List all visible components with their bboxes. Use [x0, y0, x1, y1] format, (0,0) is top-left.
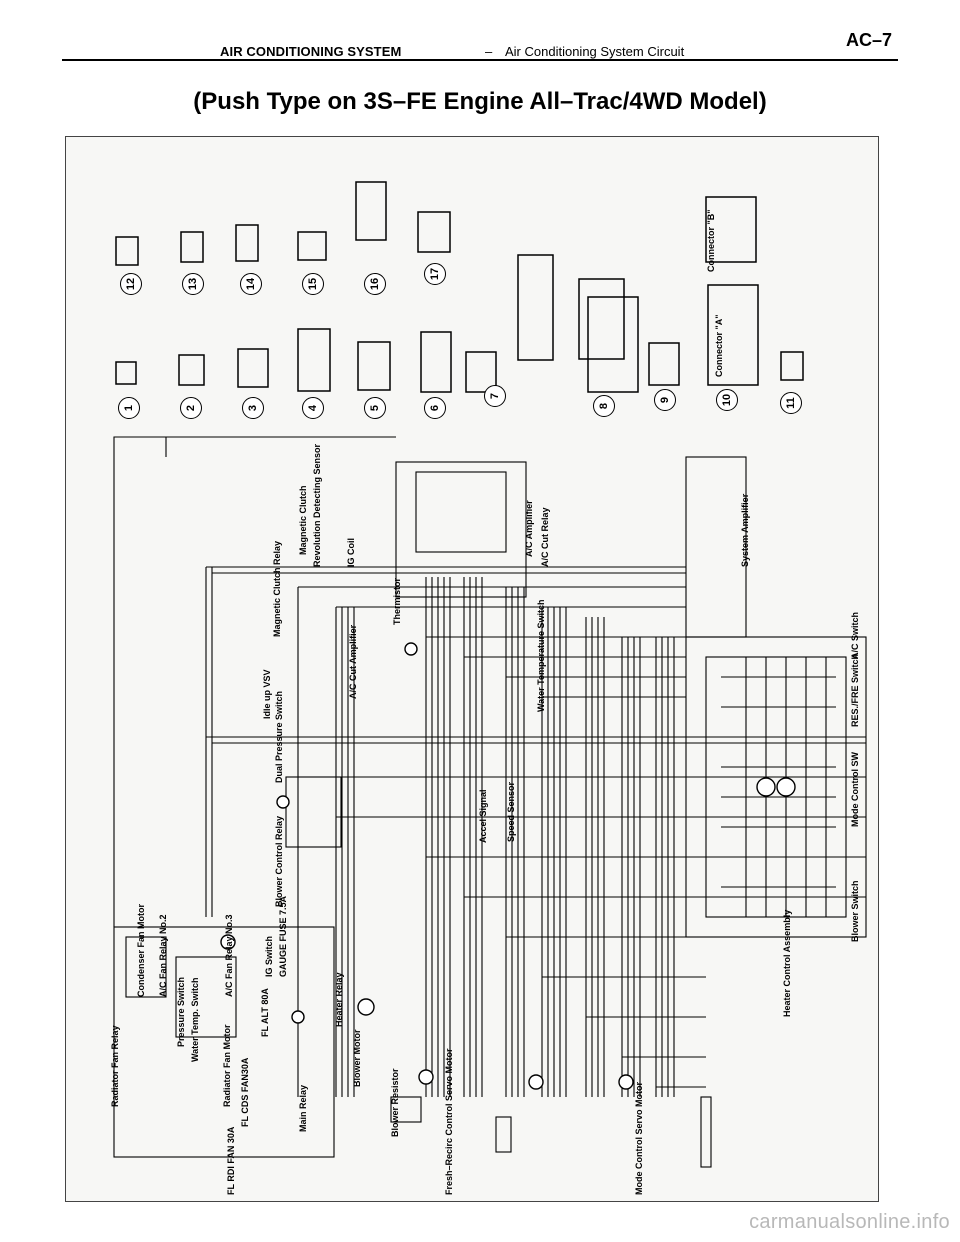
wiring-diagram-lines	[113, 181, 867, 1168]
connector-num-17: 17	[424, 263, 446, 285]
label-blower-control-relay: Blower Control Relay	[274, 815, 284, 907]
watermark: carmanualsonline.info	[749, 1211, 950, 1233]
label-pressure-switch: Pressure Switch	[176, 976, 186, 1047]
label-condenser-fan-motor: Condenser Fan Motor	[136, 903, 146, 997]
label-fl-alt: FL ALT 80A	[260, 988, 270, 1037]
label-ac-fan-relay-3: A/C Fan Relay No.3	[224, 914, 234, 997]
connector-num-9: 9	[654, 389, 676, 411]
label-idle-up-vsv: Idle up VSV	[262, 669, 272, 719]
connector-num-14: 14	[240, 273, 262, 295]
connector-num-13: 13	[182, 273, 204, 295]
page-number: AC–7	[845, 30, 892, 50]
label-radiator-fan-motor: Radiator Fan Motor	[222, 1024, 232, 1108]
label-system-amplifier: System Amplifier	[740, 493, 750, 567]
label-blower-switch: Blower Switch	[850, 880, 860, 942]
label-accel-signal: Accel Signal	[478, 789, 488, 843]
label-fl-cds: FL CDS FAN30A	[240, 1057, 250, 1127]
label-water-temp-sw: Water Temp. Switch	[190, 977, 200, 1062]
connector-num-12: 12	[120, 273, 142, 295]
label-mode-control-sw: Mode Control SW	[850, 752, 860, 827]
label-main-relay: Main Relay	[298, 1084, 308, 1132]
page-header	[62, 24, 898, 60]
label-blower-motor: Blower Motor	[352, 1029, 362, 1088]
connector-num-11: 11	[780, 392, 802, 414]
label-fl-rdi: FL RDI FAN 30A	[226, 1126, 236, 1195]
connector-num-5: 5	[364, 397, 386, 419]
connector-num-7: 7	[484, 385, 506, 407]
label-magnetic-clutch: Magnetic Clutch	[298, 485, 308, 555]
connector-num-2: 2	[180, 397, 202, 419]
label-thermistor: Thermistor	[392, 577, 402, 625]
label-speed-sensor: Speed Sensor	[506, 781, 516, 842]
label-heater-relay: Heater Relay	[334, 972, 344, 1027]
label-ig-switch: IG Switch	[264, 935, 274, 977]
label-gauge-fuse: GAUGE FUSE 7.5A	[278, 895, 288, 977]
connector-num-4: 4	[302, 397, 324, 419]
connector-num-8: 8	[593, 395, 615, 417]
connector-num-1: 1	[118, 397, 140, 419]
header-rule	[62, 59, 898, 61]
label-revolution-sensor: Revolution Detecting Sensor	[312, 443, 322, 567]
label-res-fre-switch: RES./FRE Switch	[850, 653, 860, 727]
page-title: (Push Type on 3S–FE Engine All–Trac/4WD …	[193, 88, 767, 115]
connector-num-6: 6	[424, 397, 446, 419]
label-radiator-fan-relay: Radiator Fan Relay	[110, 1025, 120, 1107]
label-ac-fan-relay-2: A/C Fan Relay No.2	[158, 914, 168, 997]
label-ig-coil: IG Coil	[346, 538, 356, 567]
label-water-temp-switch: Water Temperature Switch	[536, 599, 546, 712]
header-subsection: Air Conditioning System Circuit	[505, 44, 685, 59]
header-separator: –	[485, 44, 493, 59]
label-ac-cut-amplifier: A/C Cut Amplifier	[348, 624, 358, 699]
label-ac-cut-relay: A/C Cut Relay	[540, 507, 550, 567]
connector-b-label: Connector "B"	[706, 209, 716, 272]
label-ac-amplifier: A/C Amplifier	[524, 500, 534, 557]
header-section: AIR CONDITIONING SYSTEM	[220, 44, 402, 59]
connector-num-3: 3	[242, 397, 264, 419]
label-dual-pressure-switch: Dual Pressure Switch	[274, 690, 284, 783]
label-mode-control-servo: Mode Control Servo Motor	[634, 1082, 644, 1195]
connector-a-label: Connector "A"	[714, 314, 724, 377]
label-fresh-recirc-servo: Fresh–Recirc Control Servo Motor	[444, 1048, 454, 1195]
connector-num-15: 15	[302, 273, 324, 295]
label-magnetic-clutch-relay: Magnetic Clutch Relay	[272, 540, 282, 637]
label-ac-switch: A/C Switch	[850, 611, 860, 659]
wiring-diagram: 1 2 3 4 5 6 7 8 9 10 11 12 13 14 15 16 1…	[65, 136, 879, 1202]
connector-num-16: 16	[364, 273, 386, 295]
label-heater-control-assembly: Heater Control Assembly	[782, 909, 792, 1017]
label-blower-resistor: Blower Resistor	[390, 1068, 400, 1137]
connector-num-10: 10	[716, 389, 738, 411]
